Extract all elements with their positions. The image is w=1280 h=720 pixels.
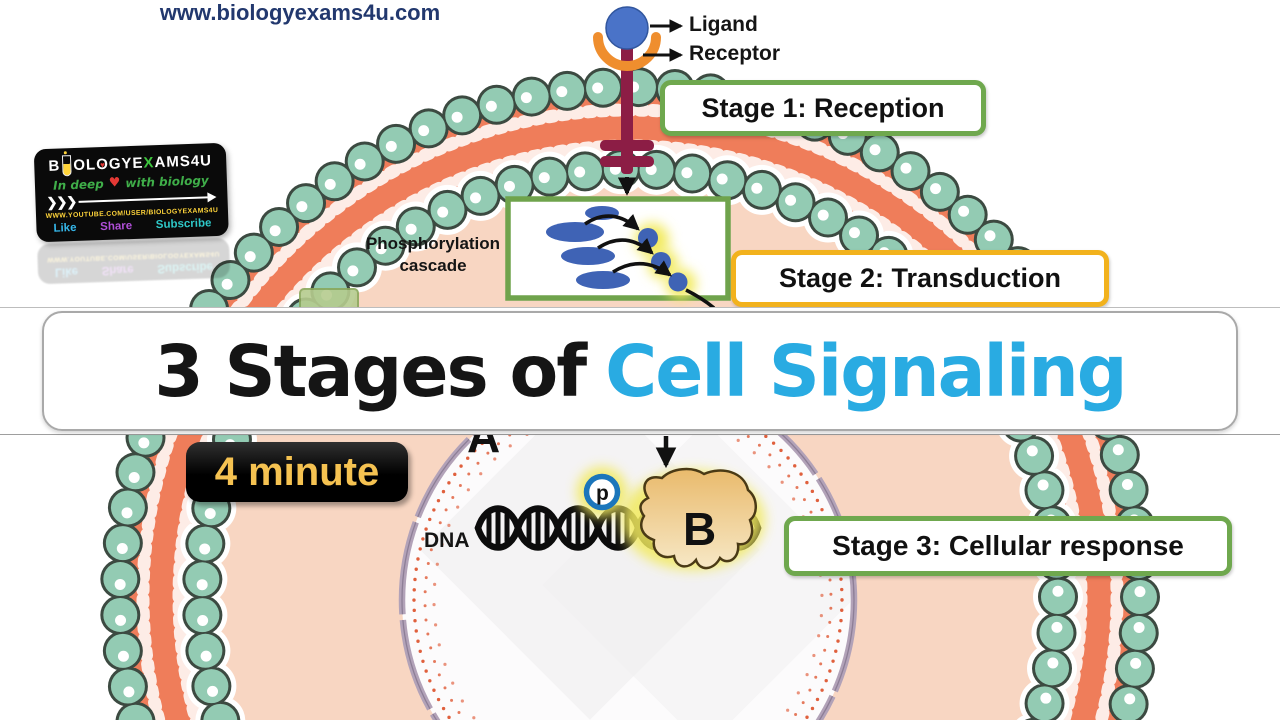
stage1-label: Stage 1: Reception [701,92,945,123]
tagline-post: with biology [125,172,209,190]
brand-seg2: GYE [108,154,144,173]
dna-x-icon: X [143,154,155,172]
dna-label: DNA [424,529,470,552]
protein-b-label: B [683,503,716,555]
subscribe-label: Subscribe [155,217,212,232]
stage3-response-box: Stage 3: Cellular response [784,516,1232,576]
cascade-label-line1: Phosphorylation [365,234,501,253]
cascade-box [505,196,731,310]
duration-badge-label: 4 minute [214,449,380,494]
brand-seg3: AMS4U [154,152,213,172]
chevrons-icon: ❯❯❯ [46,193,77,210]
brand-letter-b: B [48,157,61,175]
arrow-line [78,196,208,204]
nucleus-speckles [412,384,844,720]
ligand-label: Ligand [689,13,758,36]
arrow-head-icon [207,192,217,203]
stage2-label: Stage 2: Transduction [778,263,1062,293]
receptor-stem [621,44,633,156]
cascade-label-line2: cascade [399,256,467,276]
subscribe-label-reflection: Subscribe [157,260,214,275]
title-band: 3 Stages of Cell Signaling [0,307,1280,435]
title-blue-part: Cell Signaling [605,329,1127,413]
duration-badge: 4 minute [186,442,408,502]
cascade-label: Phosphorylation cascade [338,233,528,277]
title-black-part: 3 Stages of [154,329,587,413]
website-url: www.biologyexams4u.com [159,0,441,25]
receptor-assembly [593,6,684,196]
like-label: Like [53,221,77,235]
receptor-label: Receptor [689,42,781,65]
phosphate-label: p [596,482,609,505]
protein-b: B p [577,436,765,570]
brand-o-heart: O♥ [96,156,109,173]
ligand-ball [605,6,649,50]
like-label-reflection: Like [54,264,79,278]
brand-seg1: OL [73,156,97,175]
tagline-pre: In deep [52,176,104,193]
social-row-reflection: Like Share Subscribe [47,259,221,281]
tagline-heart-icon: ♥ [108,175,121,191]
receptor-cup [593,32,661,71]
stage1-reception-box: Stage 1: Reception [660,80,986,136]
logo-reflection: Like Share Subscribe WWW.YOUTUBE.COM/USE… [37,237,231,285]
share-label: Share [99,220,133,234]
share-label-reflection: Share [101,262,134,277]
phosphate-icon [583,473,621,511]
stage3-label: Stage 3: Cellular response [832,530,1184,561]
stage2-transduction-box: Stage 2: Transduction [731,250,1109,307]
title-frame: 3 Stages of Cell Signaling [42,311,1238,431]
heart-icon: ♥ [99,160,106,170]
test-tube-icon [61,155,72,177]
